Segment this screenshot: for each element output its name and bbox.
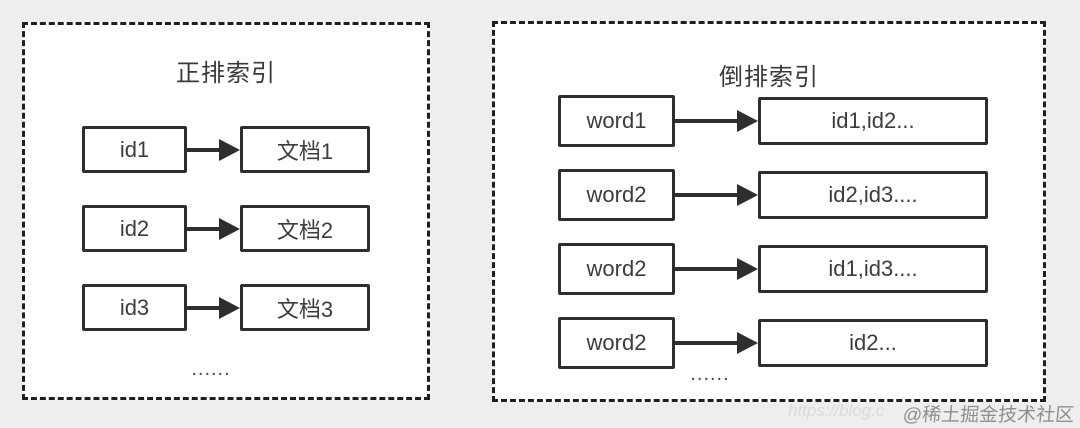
arrow-shaft xyxy=(675,267,737,271)
value-node: id1,id2... xyxy=(758,97,988,145)
index-row: word2 id1,id3.... xyxy=(558,243,988,295)
key-node: word1 xyxy=(558,95,675,147)
arrow-right-icon xyxy=(187,205,240,252)
inverted-index-title: 倒排索引 xyxy=(719,64,819,91)
forward-index-ellipsis: ...... xyxy=(191,358,231,380)
value-node: id1,id3.... xyxy=(758,245,988,293)
arrow-head xyxy=(737,110,758,132)
arrow-head xyxy=(737,332,758,354)
arrow-head xyxy=(219,296,240,319)
key-node: id3 xyxy=(82,284,187,331)
value-node: id2... xyxy=(758,319,988,367)
key-node: word2 xyxy=(558,169,675,221)
value-node: id2,id3.... xyxy=(758,171,988,219)
index-row: id2 文档2 xyxy=(82,205,370,252)
index-row: id3 文档3 xyxy=(82,284,370,331)
arrow-head xyxy=(737,258,758,280)
forward-index-rows: id1 文档1 id2 文档2 id3 文档3 xyxy=(82,126,370,331)
arrow-head xyxy=(219,217,240,240)
value-node: 文档1 xyxy=(240,126,370,173)
key-node: id2 xyxy=(82,205,187,252)
forward-index-panel: 正排索引 id1 文档1 id2 文档2 id3 文档3 ...... xyxy=(22,22,430,400)
watermark-community: @稀土掘金技术社区 xyxy=(901,405,1076,426)
arrow-right-icon xyxy=(675,95,758,147)
arrow-right-icon xyxy=(187,126,240,173)
index-row: word2 id2... xyxy=(558,317,988,369)
forward-index-title: 正排索引 xyxy=(176,60,276,87)
arrow-shaft xyxy=(675,193,737,197)
arrow-right-icon xyxy=(187,284,240,331)
arrow-shaft xyxy=(187,305,219,310)
value-node: 文档3 xyxy=(240,284,370,331)
arrow-shaft xyxy=(675,341,737,345)
index-row: word1 id1,id2... xyxy=(558,95,988,147)
watermark-url: https://blog.c xyxy=(788,401,885,420)
arrow-right-icon xyxy=(675,243,758,295)
inverted-index-rows: word1 id1,id2... word2 id2,id3.... word2 id1,… xyxy=(558,95,988,369)
arrow-shaft xyxy=(187,226,219,231)
inverted-index-ellipsis: ...... xyxy=(690,363,730,385)
arrow-head xyxy=(219,138,240,161)
index-row: id1 文档1 xyxy=(82,126,370,173)
arrow-right-icon xyxy=(675,169,758,221)
key-node: word2 xyxy=(558,317,675,369)
index-row: word2 id2,id3.... xyxy=(558,169,988,221)
arrow-shaft xyxy=(187,147,219,152)
key-node: id1 xyxy=(82,126,187,173)
arrow-right-icon xyxy=(675,317,758,369)
key-node: word2 xyxy=(558,243,675,295)
arrow-head xyxy=(737,184,758,206)
arrow-shaft xyxy=(675,119,737,123)
value-node: 文档2 xyxy=(240,205,370,252)
